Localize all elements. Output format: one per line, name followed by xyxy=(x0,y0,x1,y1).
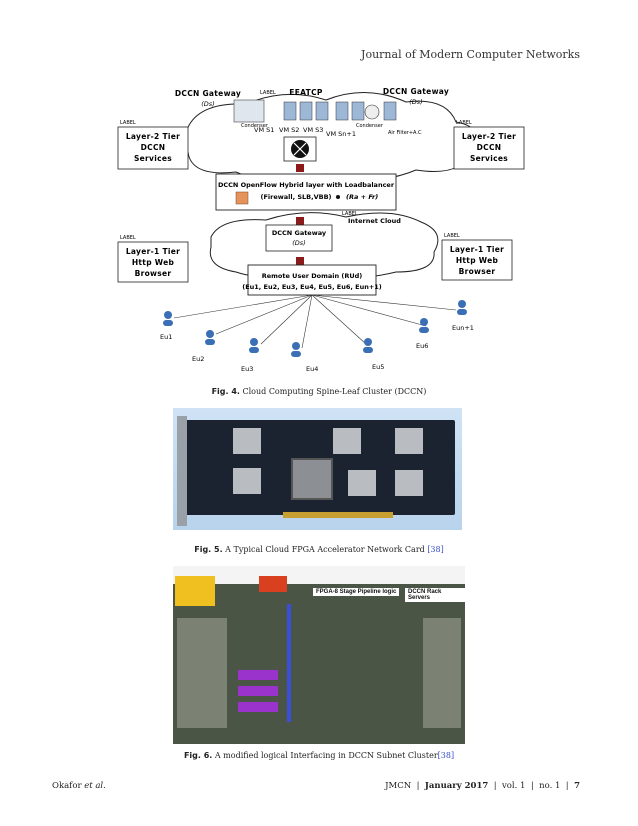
gateway-mid-sub: (Ds) xyxy=(292,239,305,247)
label-tag: LABEL xyxy=(342,211,358,217)
user-icon xyxy=(163,300,467,357)
gateway-left-sub: (Ds) xyxy=(201,100,214,108)
footer-journal-abbr: JMCN xyxy=(385,781,412,791)
footer-volume: vol. 1 xyxy=(501,781,526,791)
layer1-right-line1: Layer-1 Tier xyxy=(450,245,504,254)
user-eu4: Eu4 xyxy=(306,365,318,373)
fig5-caption-label: Fig. 5. xyxy=(194,545,223,554)
openflow-line2: (Firewall, SLB,VBB) xyxy=(261,193,332,201)
layer1-left-line2: Http Web xyxy=(132,258,175,267)
server-rack-icon xyxy=(233,99,397,123)
right-memory-bank xyxy=(423,618,461,728)
gateway-mid-title: DCCN Gateway xyxy=(272,229,327,237)
footer-separator: | xyxy=(530,781,534,791)
vm-s1-label: VM S1 xyxy=(254,126,274,134)
internet-cloud-label: Internet Cloud xyxy=(348,217,401,225)
footer-separator: | xyxy=(493,781,497,791)
label-tag: LABEL xyxy=(260,90,276,96)
rud-line2: (Eu1, Eu2, Eu3, Eu4, Eu5, Eu6, Eun+1) xyxy=(242,283,382,291)
condenser2-label: Condenser xyxy=(356,123,384,129)
openflow-line1: DCCN OpenFlow Hybrid layer with Loadbala… xyxy=(218,181,395,189)
fig4-diagram: LABEL Layer-2 Tier DCCN Services LABEL L… xyxy=(117,87,525,373)
fig5-citation-link[interactable]: [38] xyxy=(427,545,444,554)
vm-s2-label: VM S2 xyxy=(279,126,299,134)
fig5-caption: Fig. 5. A Typical Cloud FPGA Accelerator… xyxy=(0,545,638,554)
servers-label: DCCN Rack Servers xyxy=(405,588,465,602)
layer2-left-line3: Services xyxy=(134,154,172,163)
layer2-right-line3: Services xyxy=(470,154,508,163)
fig6-caption-text: A modified logical Interfacing in DCCN S… xyxy=(214,751,438,760)
red-panel xyxy=(259,576,287,592)
fpga-chip xyxy=(395,470,423,496)
openflow-formula: (Ra + Fr) xyxy=(346,193,378,201)
pipeline-label: FPGA-8 Stage Pipeline logic xyxy=(313,588,400,596)
user-eu6: Eu6 xyxy=(416,342,428,350)
journal-title: Journal of Modern Computer Networks xyxy=(361,48,580,61)
footer-author-name: Okafor xyxy=(52,781,82,791)
rud-line1: Remote User Domain (RUd) xyxy=(262,272,363,280)
footer-etal: et al. xyxy=(84,781,106,791)
air-filter-label: Air Filter+A.C xyxy=(388,130,422,136)
blue-path-overlay xyxy=(287,604,291,722)
edge-connector xyxy=(283,512,393,518)
user-eu5: Eu5 xyxy=(372,363,384,371)
layer2-left-line2: DCCN xyxy=(141,143,166,152)
footer-citation: JMCN | January 2017 | vol. 1 | no. 1 | 7 xyxy=(385,781,580,791)
footer-number: no. 1 xyxy=(539,781,561,791)
fig4-caption-text: Cloud Computing Spine-Leaf Cluster (DCCN… xyxy=(242,387,427,396)
fpga-chip xyxy=(233,428,261,454)
label-tag: LABEL xyxy=(120,120,136,126)
gateway-left-title: DCCN Gateway xyxy=(175,89,241,98)
user-eu2: Eu2 xyxy=(192,355,204,363)
fig5-fpga-card-photo xyxy=(173,408,462,530)
fig4-caption: Fig. 4. Cloud Computing Spine-Leaf Clust… xyxy=(0,387,638,396)
fig6-caption-label: Fig. 6. xyxy=(183,751,213,760)
fpga-chip xyxy=(233,468,261,494)
fpga-chip xyxy=(395,428,423,454)
layer1-right-line2: Http Web xyxy=(456,256,499,265)
user-eu1: Eu1 xyxy=(160,333,172,341)
footer-date: January 2017 xyxy=(424,781,489,791)
label-tag: LABEL xyxy=(444,233,460,239)
footer-separator: | xyxy=(565,781,569,791)
footer-page-number: 7 xyxy=(574,781,580,791)
gateway-right-title: DCCN Gateway xyxy=(383,87,449,96)
pipeline-stage xyxy=(238,702,278,712)
fpga-chip xyxy=(348,470,376,496)
firewall-icon xyxy=(235,191,249,205)
vm-sn-label: VM Sn+1 xyxy=(326,130,356,138)
layer2-left-line1: Layer-2 Tier xyxy=(126,132,180,141)
vm-s3-label: VM S3 xyxy=(303,126,323,134)
fpga-chip xyxy=(333,428,361,454)
layer2-right-line1: Layer-2 Tier xyxy=(462,132,516,141)
user-eu3: Eu3 xyxy=(241,365,253,373)
top-banner xyxy=(173,566,465,584)
condenser-label: Condenser xyxy=(241,123,269,129)
layer2-right-line2: DCCN xyxy=(477,143,502,152)
yellow-panel xyxy=(175,576,215,606)
eeatcp-label: EEATCP xyxy=(289,88,323,97)
fig6-subnet-photo: FPGA-8 Stage Pipeline logic DCCN Rack Se… xyxy=(173,566,465,744)
footer-authors: Okafor et al. xyxy=(52,781,106,791)
fig5-caption-text: A Typical Cloud FPGA Accelerator Network… xyxy=(225,545,425,554)
pipeline-stage xyxy=(238,670,278,680)
label-tag: LABEL xyxy=(456,120,472,126)
pipeline-stage xyxy=(238,686,278,696)
gateway-right-sub: (Ds) xyxy=(409,98,422,106)
layer1-left-line3: Browser xyxy=(135,269,172,278)
label-tag: LABEL xyxy=(120,235,136,241)
fig6-citation-link[interactable]: [38] xyxy=(437,751,455,760)
layer1-right-line3: Browser xyxy=(459,267,496,276)
layer1-left-line1: Layer-1 Tier xyxy=(126,247,180,256)
main-fpga-chip xyxy=(291,458,333,500)
fig6-caption: Fig. 6. A modified logical Interfacing i… xyxy=(0,751,638,760)
pci-bracket xyxy=(177,416,187,526)
user-eun1: Eun+1 xyxy=(452,324,474,332)
fig4-caption-label: Fig. 4. xyxy=(211,387,240,396)
left-memory-bank xyxy=(177,618,227,728)
footer-separator: | xyxy=(416,781,420,791)
